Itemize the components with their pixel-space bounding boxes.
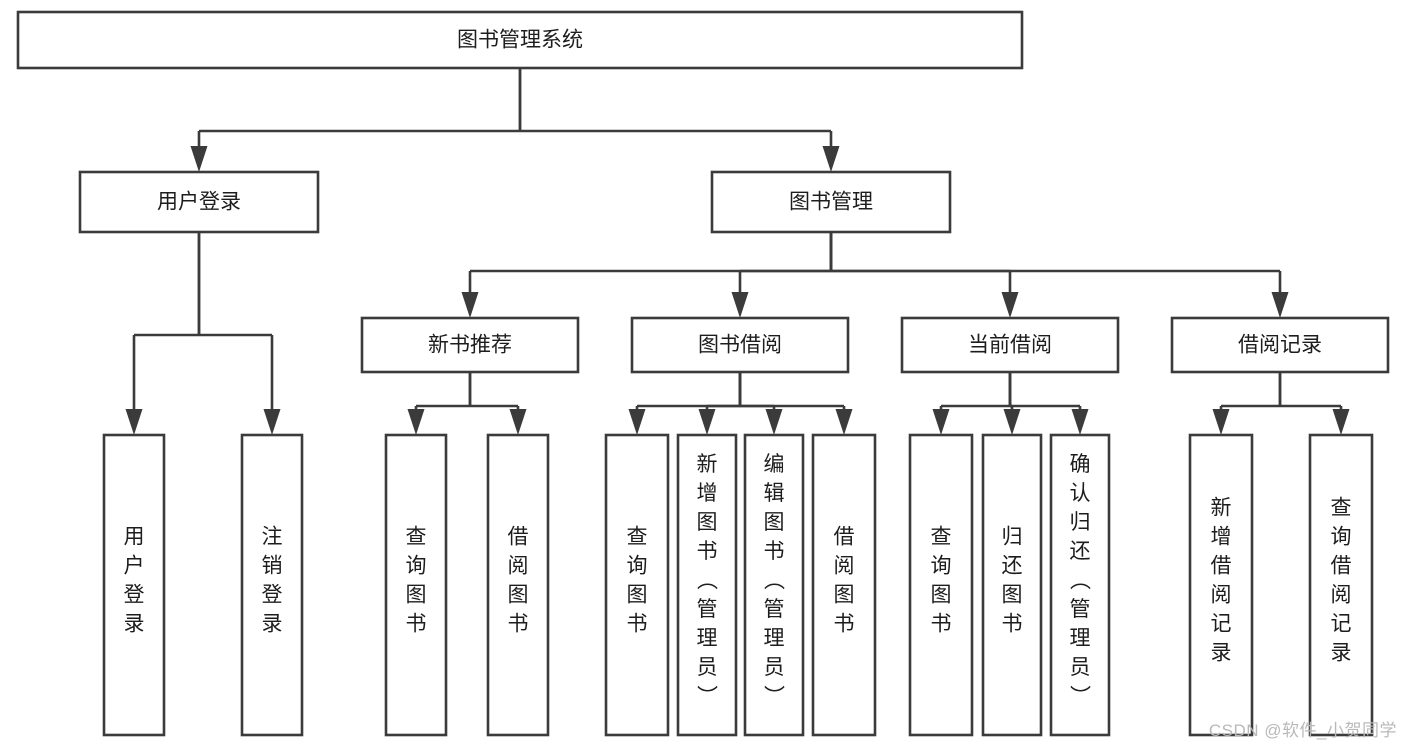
connector-root-to-book_manage [518, 68, 840, 172]
connectors-layer [125, 68, 1350, 435]
node-leaf-query-book-c[interactable]: 查询图书 [908, 433, 974, 737]
connector-book_borrow-to-leaf_add_book [698, 372, 742, 435]
connector-book_manage-to-book_borrow [731, 232, 833, 318]
node-label: 借阅图书 [508, 526, 529, 636]
node-label: 编辑图书（管理员） [764, 453, 786, 708]
node-leaf-borrow-book-b[interactable]: 借阅图书 [811, 433, 877, 737]
connector-book_borrow-to-leaf_borrow_book_b [738, 372, 853, 435]
connector-borrow_record-to-leaf_add_record [1212, 372, 1282, 435]
node-leaf-edit-book[interactable]: 编辑图书（管理员） [743, 433, 805, 737]
node-leaf-return-book[interactable]: 归还图书 [981, 433, 1043, 737]
node-leaf-query-book-rec[interactable]: 查询图书 [384, 433, 448, 737]
node-label: 当前借阅 [968, 334, 1052, 357]
node-leaf-logout[interactable]: 注销登录 [240, 433, 304, 737]
node-label: 用户登录 [157, 191, 241, 214]
node-label: 新书推荐 [428, 334, 512, 357]
connector-current_borrow-to-leaf_return_book [1003, 372, 1021, 435]
connector-book_manage-to-borrow_record [829, 232, 1289, 318]
node-label: 借阅图书 [834, 526, 855, 636]
node-label: 图书借阅 [698, 334, 782, 357]
node-leaf-add-record[interactable]: 新增借阅记录 [1188, 433, 1254, 737]
node-leaf-confirm-return[interactable]: 确认归还（管理员） [1049, 433, 1111, 737]
node-label: 确认归还（管理员） [1070, 453, 1092, 708]
connector-user_login-to-leaf_user_login [125, 232, 201, 435]
node-new-book-rec[interactable]: 新书推荐 [360, 316, 580, 374]
node-borrow-record[interactable]: 借阅记录 [1170, 316, 1390, 374]
connector-borrow_record-to-leaf_query_record [1278, 372, 1350, 435]
node-label: 新增图书（管理员） [697, 453, 719, 708]
connector-root-to-user_login [190, 68, 522, 172]
node-label: 新增借阅记录 [1211, 497, 1232, 665]
watermark-label: CSDN @软件_小贺同学 [1208, 721, 1397, 740]
node-label: 图书管理 [789, 191, 873, 214]
node-user-login[interactable]: 用户登录 [78, 170, 320, 234]
node-label: 图书管理系统 [457, 29, 583, 52]
node-label: 注销登录 [262, 526, 283, 636]
connector-current_borrow-to-leaf_confirm_return [1008, 372, 1089, 435]
node-label: 用户登录 [124, 526, 145, 636]
connector-book_borrow-to-leaf_query_book_b [628, 372, 742, 435]
node-label: 借阅记录 [1238, 334, 1322, 357]
node-root[interactable]: 图书管理系统 [16, 10, 1024, 70]
node-leaf-borrow-book-rec[interactable]: 借阅图书 [486, 433, 550, 737]
node-label: 查询图书 [627, 526, 648, 636]
connector-book_borrow-to-leaf_edit_book [738, 372, 783, 435]
connector-new_book_rec-to-leaf_query_book_rec [407, 372, 472, 435]
node-book-borrow[interactable]: 图书借阅 [630, 316, 850, 374]
node-leaf-add-book[interactable]: 新增图书（管理员） [676, 433, 738, 737]
nodes-layer: 图书管理系统用户登录图书管理新书推荐图书借阅当前借阅借阅记录用户登录注销登录查询… [16, 10, 1390, 737]
node-current-borrow[interactable]: 当前借阅 [900, 316, 1120, 374]
node-book-manage[interactable]: 图书管理 [710, 170, 952, 234]
node-leaf-user-login[interactable]: 用户登录 [102, 433, 166, 737]
node-label: 归还图书 [1002, 526, 1023, 636]
node-leaf-query-record[interactable]: 查询借阅记录 [1308, 433, 1374, 737]
node-label: 查询图书 [931, 526, 952, 636]
connector-current_borrow-to-leaf_query_book_c [932, 372, 1012, 435]
connector-new_book_rec-to-leaf_borrow_book_rec [468, 372, 527, 435]
connector-book_manage-to-new_book_rec [461, 232, 833, 318]
connector-user_login-to-leaf_logout [197, 232, 281, 435]
node-label: 查询借阅记录 [1331, 497, 1352, 665]
node-label: 查询图书 [406, 526, 427, 636]
node-leaf-query-book-b[interactable]: 查询图书 [604, 433, 670, 737]
connector-book_manage-to-current_borrow [829, 232, 1019, 318]
